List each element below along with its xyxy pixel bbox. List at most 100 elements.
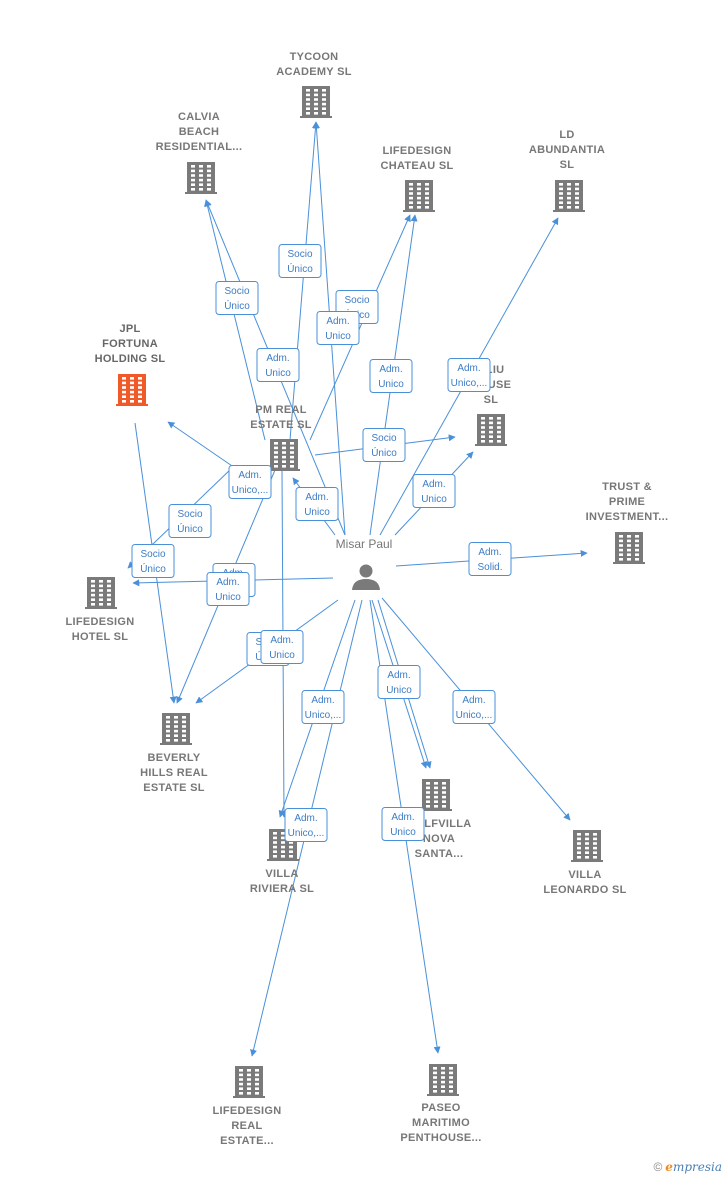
relation-label[interactable]: Adm. Unico,...	[447, 358, 491, 392]
building-icon	[116, 374, 148, 406]
company-name-line: HOTEL SL	[72, 631, 129, 643]
company-name-line: TRUST &	[602, 481, 652, 493]
company-name-line: ESTATE SL	[250, 419, 312, 431]
company-node-trust[interactable]: TRUST & PRIME INVESTMENT...	[586, 481, 669, 564]
relation-label[interactable]: Adm. Unico	[381, 807, 425, 841]
company-node-paseo[interactable]: PASEOMARITIMOPENTHOUSE...	[400, 1064, 481, 1144]
company-name-line: CALVIA	[178, 111, 220, 123]
company-name-line: MARITIMO	[412, 1117, 470, 1129]
relation-text: Unico,...	[305, 710, 342, 721]
relation-label[interactable]: Adm.Unico	[316, 311, 360, 345]
company-name-line: RIVIERA SL	[250, 883, 314, 895]
relation-label[interactable]: Adm.Unico	[295, 487, 339, 521]
relation-text: Unico	[215, 592, 241, 603]
person-node[interactable]: Misar Paul	[336, 537, 393, 590]
relation-text: Unico	[390, 827, 416, 838]
relation-text: Adm.	[216, 577, 239, 588]
relation-text: Adm.	[422, 479, 445, 490]
relation-edge	[289, 121, 319, 441]
company-name-line: HILLS REAL	[140, 767, 208, 779]
company-name-line: PASEO	[421, 1102, 460, 1114]
relation-text: Unico	[421, 494, 447, 505]
company-node-golfvilla[interactable]: GOLFVILLANOVASANTA...	[406, 779, 471, 860]
relation-text: Adm.	[311, 695, 334, 706]
building-icon	[613, 532, 645, 564]
company-name-line: SANTA...	[415, 848, 464, 860]
building-icon	[300, 86, 332, 118]
relation-text: Adm.	[270, 635, 293, 646]
company-name-line: LIFEDESIGN	[212, 1105, 281, 1117]
relation-label[interactable]: Adm. Unico	[412, 474, 456, 508]
relation-text: Único	[287, 262, 313, 275]
relation-text: Unico,...	[456, 710, 493, 721]
building-icon	[185, 162, 217, 194]
relation-label[interactable]: Adm.Unico,...	[452, 690, 496, 724]
relation-text: Adm.	[266, 353, 289, 364]
relation-label[interactable]: Adm.Unico,...	[228, 465, 272, 499]
relation-label[interactable]: Adm. Unico	[206, 572, 250, 606]
relation-text: Unico,...	[288, 828, 325, 839]
company-node-lifedesign-real[interactable]: LIFEDESIGNREALESTATE...	[212, 1066, 281, 1147]
relation-text: Socio	[344, 295, 369, 306]
relation-label[interactable]: Adm. Unico,...	[284, 808, 328, 842]
relation-text: Único	[371, 446, 397, 459]
relation-label[interactable]: Adm. Unico	[260, 630, 304, 664]
company-name-line: BEACH	[179, 126, 220, 138]
relation-text: Unico	[269, 650, 295, 661]
relation-text: Adm.	[457, 363, 480, 374]
company-name-line: LIFEDESIGN	[382, 145, 451, 157]
relation-text: Único	[140, 562, 166, 575]
relation-text: Adm.	[391, 812, 414, 823]
relation-text: Unico,...	[451, 378, 488, 389]
relation-label[interactable]: Adm.Unico	[256, 348, 300, 382]
company-name-line: HOLDING SL	[95, 353, 166, 365]
relation-edge	[309, 214, 411, 441]
building-icon	[268, 439, 300, 471]
building-icon	[233, 1066, 265, 1098]
relation-text: Adm.	[294, 813, 317, 824]
company-name-line: LIFEDESIGN	[65, 616, 134, 628]
company-node-calvia[interactable]: CALVIABEACHRESIDENTIAL...	[156, 111, 243, 194]
relation-text: Socio	[287, 249, 312, 260]
relation-text: Adm.	[238, 470, 261, 481]
relation-edge	[204, 199, 266, 441]
person-icon	[352, 564, 380, 590]
empresia-logo[interactable]: empresia	[665, 1160, 722, 1174]
relation-label[interactable]: Adm.Unico	[377, 665, 421, 699]
relation-label[interactable]: Adm. Unico,...	[301, 690, 345, 724]
company-name-line: NOVA	[423, 833, 455, 845]
building-icon	[427, 1064, 459, 1096]
company-name-line: ABUNDANTIA	[529, 144, 605, 156]
relation-label[interactable]: Adm.Solid.	[468, 542, 512, 576]
company-name-line: REAL	[231, 1120, 262, 1132]
building-icon	[420, 779, 452, 811]
building-icon	[571, 830, 603, 862]
relation-text: Unico	[378, 379, 404, 390]
building-icon	[475, 414, 507, 446]
relation-label[interactable]: Adm.Unico	[369, 359, 413, 393]
company-name-line: PRIME	[609, 496, 645, 508]
company-name-line: FORTUNA	[102, 338, 158, 350]
company-name-line: INVESTMENT...	[586, 511, 669, 523]
relation-text: Unico	[386, 685, 412, 696]
company-name-line: SL	[484, 394, 499, 406]
company-node-lifedesign-hotel[interactable]: LIFEDESIGN HOTEL SL	[65, 577, 134, 643]
relation-text: Adm.	[305, 492, 328, 503]
relation-text: Socio	[224, 286, 249, 297]
company-name-line: LEONARDO SL	[543, 884, 626, 896]
